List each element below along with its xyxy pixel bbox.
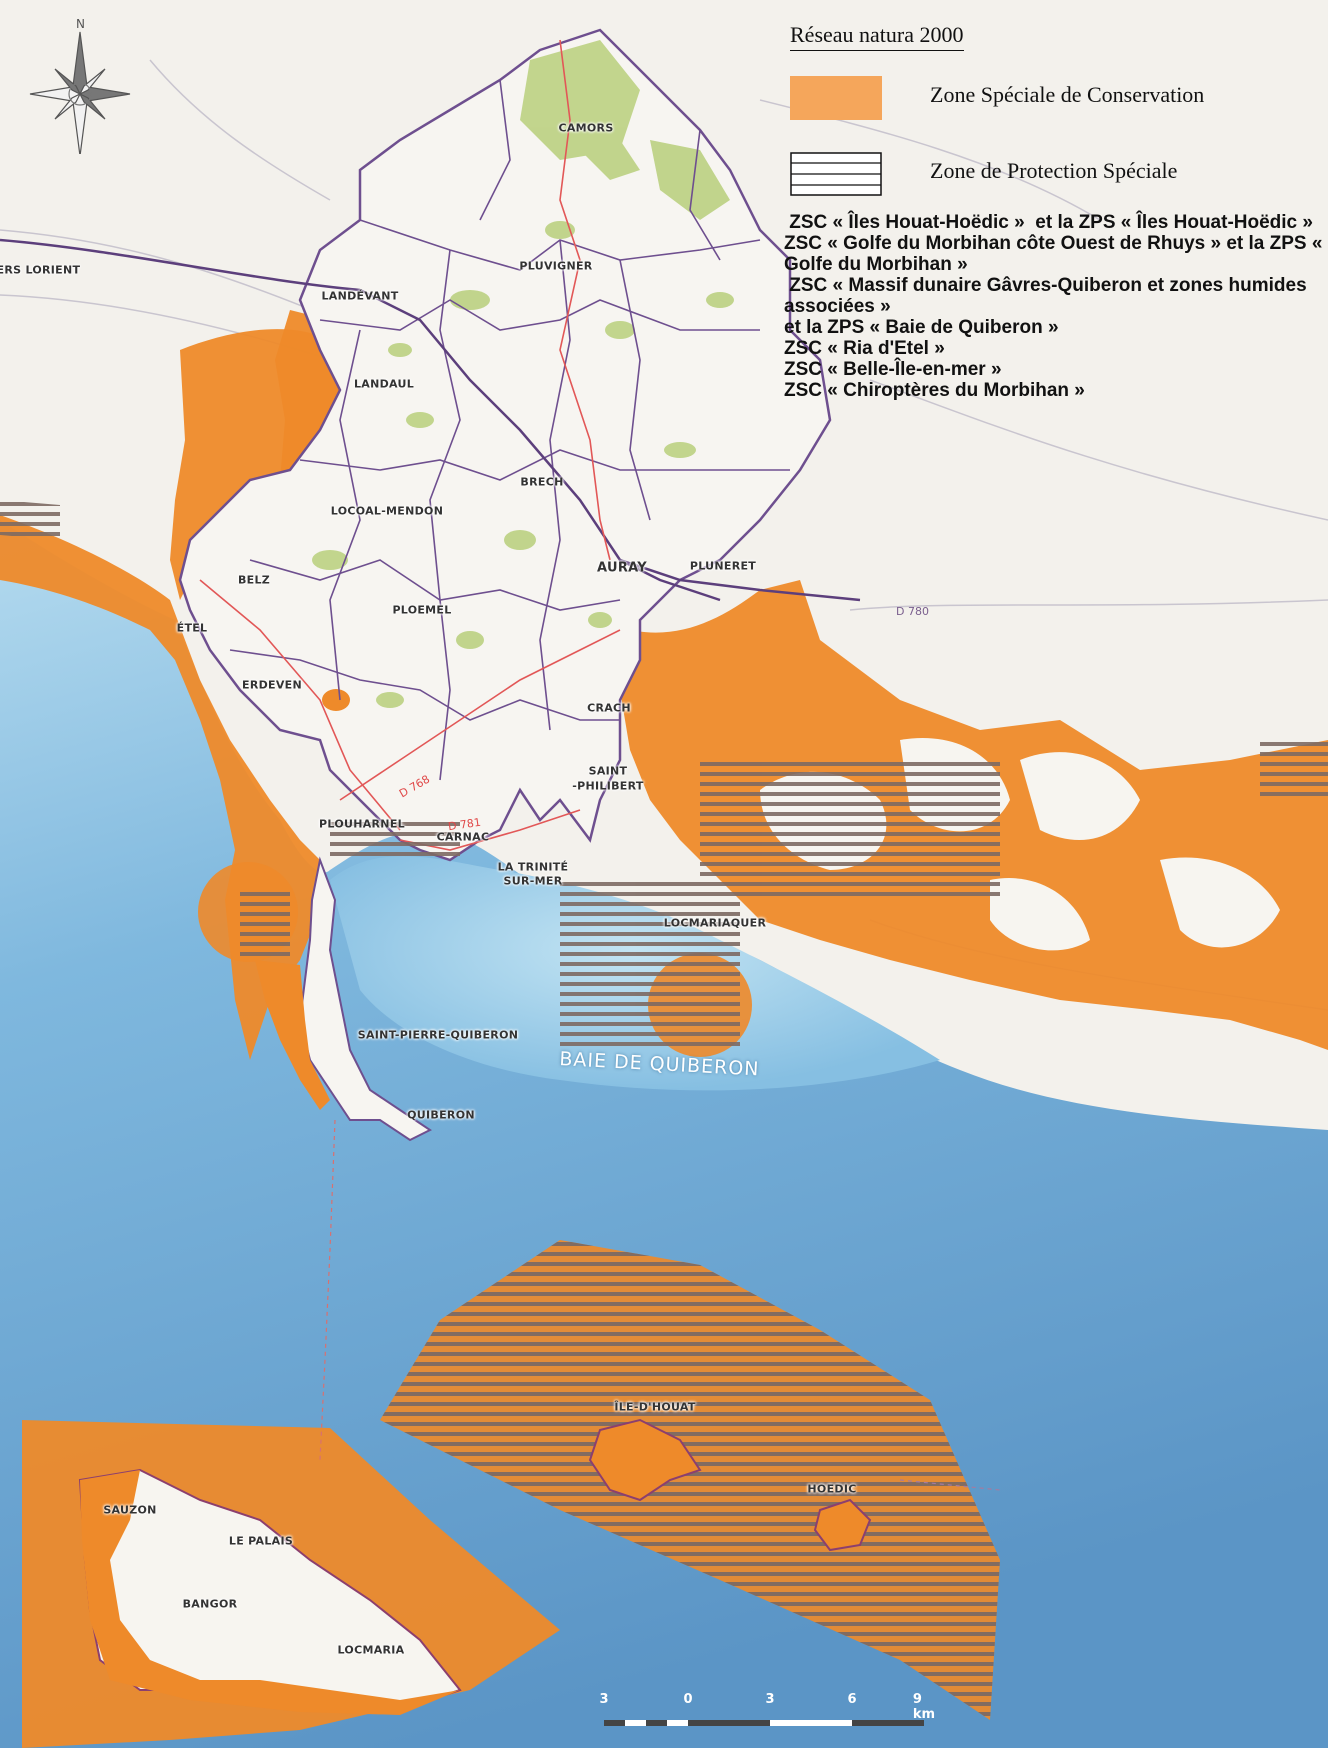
zsc-spot-erdeven (322, 689, 350, 711)
place-pluvigner: PLUVIGNER (519, 259, 593, 273)
zsc-quiberon-coast (255, 960, 330, 1110)
site-houat-hoedic: ZSC « Îles Houat-Hoëdic » et la ZPS « Îl… (784, 212, 1313, 233)
place-sur-mer: SUR-MER (503, 874, 563, 888)
scale-tick-3: 6 (847, 1692, 857, 1707)
place-crach: CRACH (587, 701, 631, 715)
legend-title: Réseau natura 2000 (790, 22, 964, 51)
legend: Réseau natura 2000 Zone Spéciale de Cons… (790, 22, 1320, 196)
zsc-belle-ile-coast (80, 1470, 460, 1715)
place-belz: BELZ (237, 573, 271, 587)
site-chiropteres: ZSC « Chiroptères du Morbihan » (784, 380, 1085, 401)
legend-label-zsc: Zone Spéciale de Conservation (930, 82, 1205, 107)
place-bangor: BANGOR (182, 1597, 238, 1611)
island-houat (588, 1418, 702, 1502)
compass-north-label: N (76, 17, 85, 31)
place-le-palais: LE PALAIS (228, 1534, 294, 1548)
place-plouharnel: PLOUHARNEL (319, 817, 405, 831)
zps-hatch-mainland (0, 500, 1328, 1050)
place-landevant: LANDÉVANT (321, 289, 399, 303)
place-landaul: LANDAUL (353, 377, 415, 391)
commune-boundaries (229, 79, 790, 781)
legend-label-zps: Zone de Protection Spéciale (930, 158, 1178, 183)
place-locoal-mendon: LOCOAL-MENDON (330, 504, 444, 518)
place-quiberon: QUIBERON (407, 1108, 475, 1122)
place-sauzon: SAUZON (103, 1503, 157, 1517)
scale-tick-4: 9 km (912, 1692, 936, 1722)
place-locmaria: LOCMARIA (337, 1643, 405, 1657)
place-pluneret: PLUNERET (689, 559, 757, 573)
place-ploemel: PLOEMEL (392, 603, 452, 617)
place-locmariaquer: LOCMARIAQUER (663, 916, 767, 930)
place-camors: CAMORS (558, 121, 614, 135)
site-ria-etel: ZSC « Ria d'Etel » (784, 338, 945, 359)
main-roads (0, 238, 861, 602)
island-hoedic (813, 1498, 872, 1552)
place-hoedic: HOEDIC (807, 1482, 857, 1496)
place-saint-pierre-quiberon: SAINT-PIERRE-QUIBERON (357, 1028, 519, 1042)
natura-sites-list: ZSC « Îles Houat-Hoëdic » et la ZPS « Îl… (784, 212, 1324, 401)
place-la-trinite: LA TRINITÉ (497, 860, 569, 874)
boundary-dashed (899, 1479, 1001, 1491)
site-belle-ile: ZSC « Belle-Île-en-mer » (784, 359, 1002, 380)
scale-tick-0: 3 (599, 1692, 609, 1707)
site-baie-quiberon: et la ZPS « Baie de Quiberon » (784, 317, 1059, 338)
forest-patches (312, 40, 734, 708)
legend-swatch-zps (790, 152, 882, 196)
place-etel: ÉTEL (176, 621, 208, 635)
place-vers-lorient: VERS LORIENT (0, 263, 81, 277)
site-massif-dunaire: ZSC « Massif dunaire Gâvres-Quiberon et … (784, 275, 1312, 317)
place-saint-philibert-1: SAINT (588, 764, 628, 778)
quiberon-peninsula (298, 856, 432, 1142)
place-brech: BRECH (520, 475, 564, 489)
zps-houat-hoedic-hatch (380, 1240, 1000, 1720)
scale-bar: 3 0 3 6 9 km (596, 1692, 942, 1742)
compass-rose-icon: N (29, 17, 131, 154)
road-label-d780: D 780 (896, 605, 929, 618)
place-erdeven: ERDEVEN (242, 678, 302, 692)
scale-bar-graphic (604, 1720, 924, 1726)
place-ile-d-houat: ÎLE-D'HOUAT (614, 1400, 696, 1414)
place-auray: AURAY (597, 560, 647, 576)
scale-tick-2: 3 (765, 1692, 775, 1707)
scale-tick-1: 0 (683, 1692, 693, 1707)
ferry-route (319, 1119, 336, 1461)
place-carnac: CARNAC (436, 830, 490, 844)
site-golfe-morbihan: ZSC « Golfe du Morbihan côte Ouest de Rh… (784, 233, 1323, 275)
legend-swatch-zsc (790, 76, 882, 120)
place-saint-philibert-2: -PHILIBERT (572, 779, 644, 793)
